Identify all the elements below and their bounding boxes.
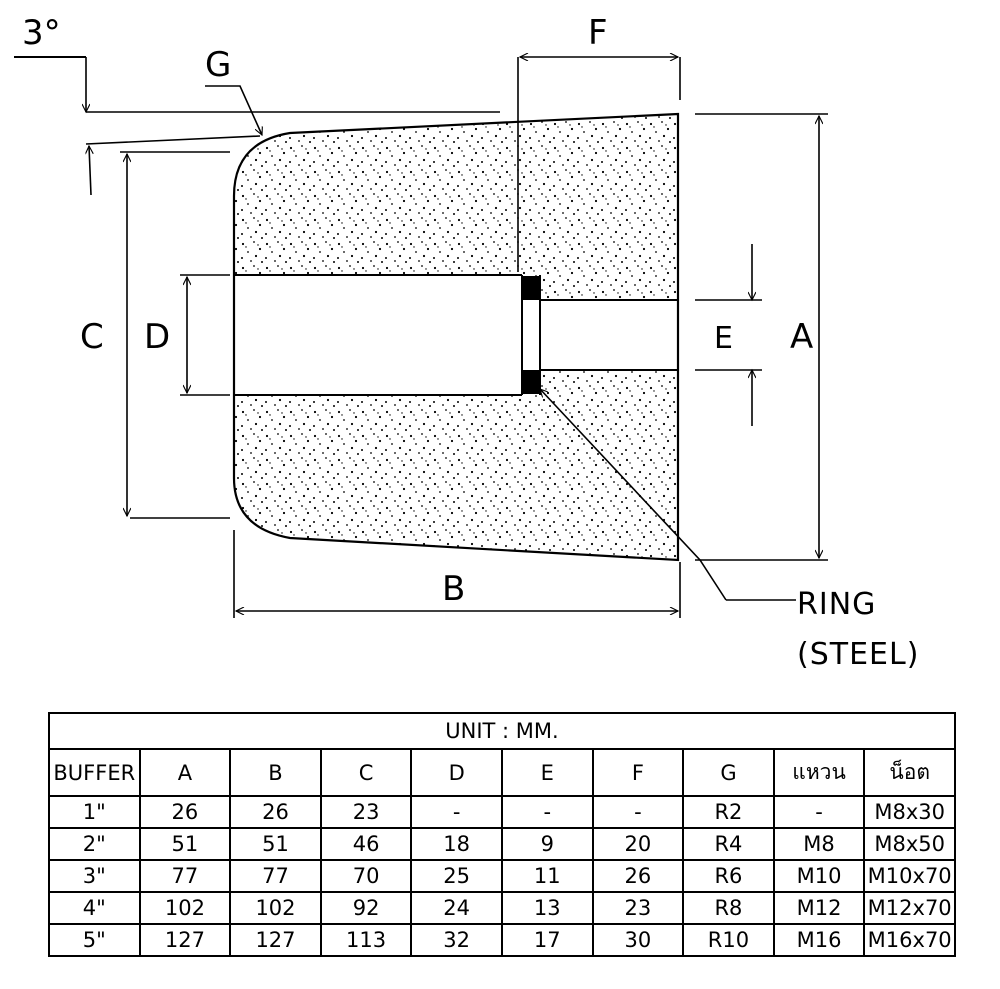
- ring-label: RING: [797, 587, 876, 622]
- dim-label-c: C: [80, 317, 104, 357]
- cell-d: 25: [410, 859, 503, 893]
- col-header-a: A: [138, 748, 232, 797]
- cell-f: 20: [591, 827, 685, 861]
- cell-e: 11: [500, 859, 594, 893]
- cell-b: 77: [229, 859, 322, 893]
- cell-b: 127: [229, 923, 322, 957]
- cell-washer: -: [772, 795, 866, 829]
- dim-label-f: F: [588, 13, 608, 53]
- cell-d: 32: [410, 923, 503, 957]
- cell-a: 102: [138, 891, 232, 925]
- steel-ring-bottom: [522, 370, 540, 394]
- dim-label-e: E: [714, 321, 733, 356]
- cell-d: -: [410, 795, 503, 829]
- col-header-c: C: [319, 748, 413, 797]
- cell-a: 127: [138, 923, 232, 957]
- table-row: 2" 51 51 46 18 9 20 R4 M8 M8x50: [48, 827, 956, 861]
- cell-d: 18: [410, 827, 503, 861]
- cell-bolt: M8x30: [863, 795, 956, 829]
- ring-sublabel: (STEEL): [797, 637, 919, 672]
- cell-g: R8: [682, 891, 775, 925]
- cell-g: R10: [682, 923, 775, 957]
- cell-e: 13: [500, 891, 594, 925]
- dim-label-g: G: [205, 45, 231, 85]
- dim-label-b: B: [442, 569, 465, 609]
- body-outline: [232, 112, 680, 562]
- cell-a: 77: [138, 859, 232, 893]
- cell-washer: M12: [772, 891, 866, 925]
- cell-c: 113: [319, 923, 413, 957]
- col-header-b: B: [229, 748, 322, 797]
- table-row: 1" 26 26 23 - - - R2 - M8x30: [48, 795, 956, 829]
- dim-label-a: A: [790, 317, 813, 357]
- col-header-washer: แหวน: [772, 748, 866, 797]
- cell-c: 46: [319, 827, 413, 861]
- steel-ring-top: [522, 276, 540, 300]
- cell-e: 9: [500, 827, 594, 861]
- col-header-bolt: น็อต: [863, 748, 956, 797]
- cell-f: -: [591, 795, 685, 829]
- header-row: BUFFER A B C D E F G แหวน น็อต: [48, 748, 956, 797]
- col-header-g: G: [682, 748, 775, 797]
- table-row: 3" 77 77 70 25 11 26 R6 M10 M10x70: [48, 859, 956, 893]
- cell-buffer: 2": [48, 827, 141, 861]
- cell-bolt: M8x50: [863, 827, 956, 861]
- cell-washer: M8: [772, 827, 866, 861]
- cell-buffer: 1": [48, 795, 141, 829]
- cell-buffer: 5": [48, 923, 141, 957]
- unit-caption: UNIT : MM.: [48, 712, 956, 750]
- cell-bolt: M10x70: [863, 859, 956, 893]
- cell-buffer: 4": [48, 891, 141, 925]
- cell-g: R6: [682, 859, 775, 893]
- cell-a: 26: [138, 795, 232, 829]
- table-row: 4" 102 102 92 24 13 23 R8 M12 M12x70: [48, 891, 956, 925]
- cell-e: -: [500, 795, 594, 829]
- cell-c: 70: [319, 859, 413, 893]
- cell-f: 23: [591, 891, 685, 925]
- col-header-e: E: [500, 748, 594, 797]
- cell-c: 92: [319, 891, 413, 925]
- rubber-body-upper: [234, 114, 678, 300]
- cell-b: 102: [229, 891, 322, 925]
- col-header-f: F: [591, 748, 685, 797]
- table-row: 5" 127 127 113 32 17 30 R10 M16 M16x70: [48, 923, 956, 957]
- cell-c: 23: [319, 795, 413, 829]
- cell-bolt: M16x70: [863, 923, 956, 957]
- buffer-drawing: 3° G F C D B A E RING (STEEL): [14, 13, 919, 672]
- cell-b: 26: [229, 795, 322, 829]
- cell-a: 51: [138, 827, 232, 861]
- angle-label: 3°: [22, 13, 61, 53]
- cell-washer: M10: [772, 859, 866, 893]
- cell-d: 24: [410, 891, 503, 925]
- cell-f: 30: [591, 923, 685, 957]
- cell-f: 26: [591, 859, 685, 893]
- cell-e: 17: [500, 923, 594, 957]
- cell-b: 51: [229, 827, 322, 861]
- col-header-buffer: BUFFER: [48, 748, 141, 797]
- cell-g: R4: [682, 827, 775, 861]
- cell-buffer: 3": [48, 859, 141, 893]
- spec-table: UNIT : MM. BUFFER A B C D E F G แหวน น็อ…: [48, 712, 956, 957]
- dim-label-d: D: [144, 317, 170, 357]
- cell-g: R2: [682, 795, 775, 829]
- col-header-d: D: [410, 748, 503, 797]
- cell-bolt: M12x70: [863, 891, 956, 925]
- cell-washer: M16: [772, 923, 866, 957]
